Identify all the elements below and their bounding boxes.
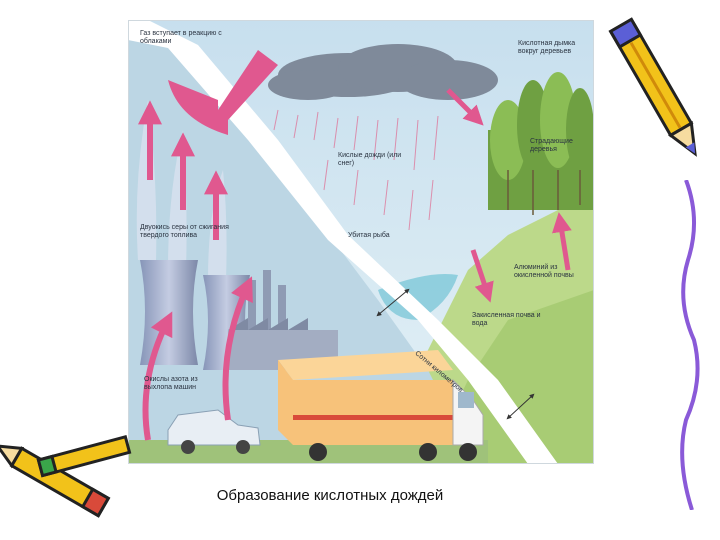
- label-gas-rises: Газ вступает в реакцию с облаками: [140, 30, 222, 45]
- truck: [278, 350, 484, 461]
- label-acid-rain: Кислые дожди (или снег): [338, 152, 402, 167]
- distance-marker: [506, 393, 535, 420]
- forest: [488, 72, 594, 215]
- acid-rain-diagram: [128, 20, 594, 464]
- distance-marker: [376, 288, 410, 317]
- label-sulfur-dioxide: Двуокись серы от сжигания твердого топли…: [140, 224, 229, 239]
- rain: [273, 109, 439, 231]
- factory: [228, 270, 338, 370]
- fog-arrow: [446, 88, 572, 303]
- label-acidified-soil: Закисленная почва и вода: [472, 312, 541, 327]
- label-acid-fog: Кислотная дымка вокруг деревьев: [518, 40, 576, 55]
- label-suffering-trees: Страдающие деревья: [530, 138, 573, 153]
- cooling-tower: [140, 260, 198, 365]
- car: [167, 409, 261, 454]
- label-dead-fish: Убитая рыба: [348, 232, 390, 239]
- cloud: [268, 44, 498, 100]
- pencil-icon: [0, 434, 132, 518]
- caption: Образование кислотных дождей: [216, 487, 444, 504]
- purple-squiggle: [680, 180, 700, 510]
- label-nitrogen-oxides: Окислы азота из выхлопа машин: [144, 376, 198, 391]
- emission-arrows: [138, 100, 253, 441]
- big-arrow: [168, 50, 278, 135]
- road: [128, 20, 558, 464]
- label-aluminium: Алюминий из окисленной почвы: [514, 264, 574, 279]
- pencil-icon: [608, 17, 697, 157]
